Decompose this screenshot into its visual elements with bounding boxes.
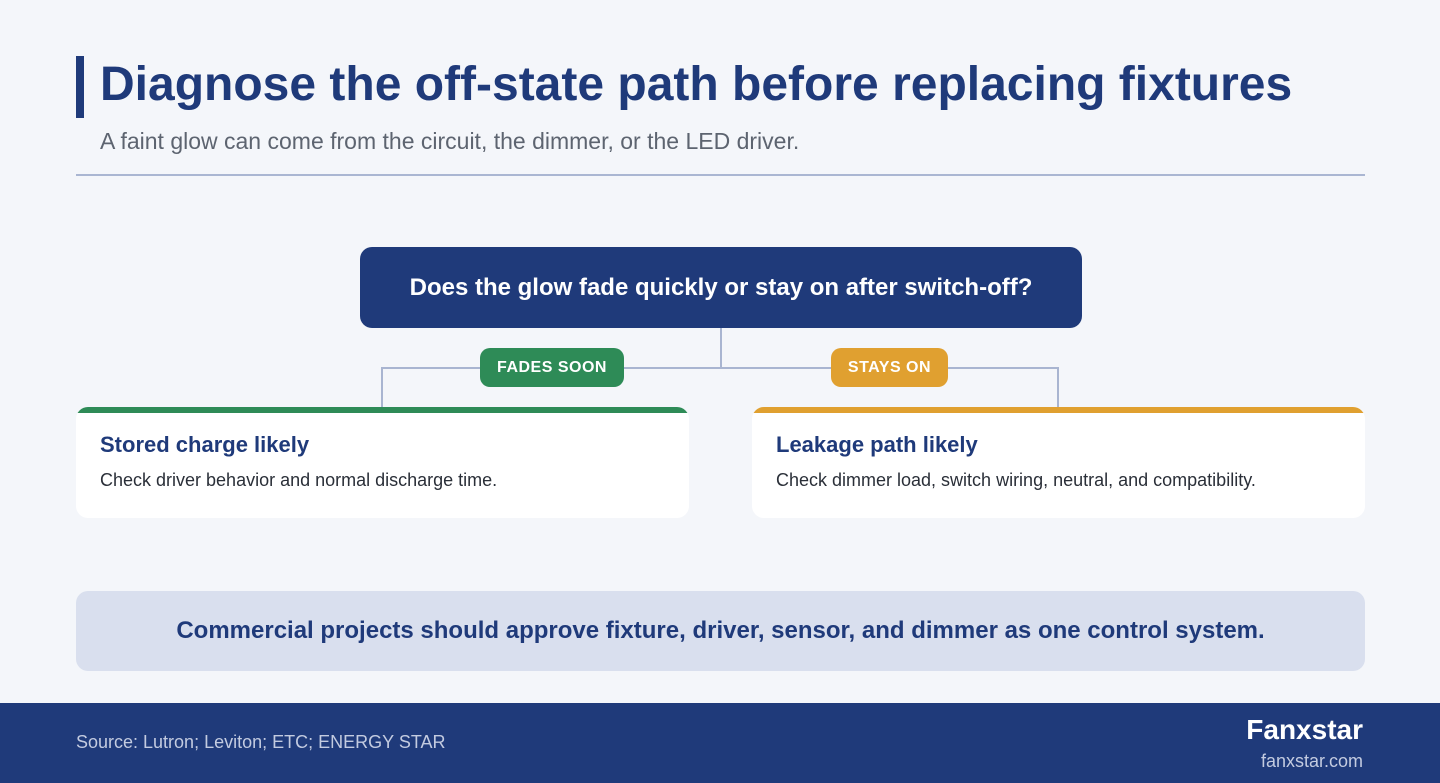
footer: Source: Lutron; Leviton; ETC; ENERGY STA…: [0, 703, 1440, 783]
card-text: Check driver behavior and normal dischar…: [100, 470, 498, 490]
page-title: Diagnose the off-state path before repla…: [100, 58, 1293, 111]
brand-url: fanxstar.com: [1260, 751, 1363, 771]
card-accent-green: [76, 407, 689, 413]
source-credit: Source: Lutron; Leviton; ETC; ENERGY STA…: [76, 732, 446, 752]
card-text: Check dimmer load, switch wiring, neutra…: [776, 470, 1256, 490]
title-accent-bar: [76, 56, 84, 118]
outcome-card-stored-charge: Stored charge likely Check driver behavi…: [76, 407, 689, 518]
decision-question: Does the glow fade quickly or stay on af…: [360, 247, 1082, 328]
branch-label-stays-on: STAYS ON: [831, 348, 948, 387]
card-accent-amber: [752, 407, 1365, 413]
brand-name: Fanxstar: [1246, 714, 1363, 745]
branch-label-fades-soon: FADES SOON: [480, 348, 624, 387]
card-title: Stored charge likely: [100, 432, 310, 457]
recommendation-note: Commercial projects should approve fixtu…: [76, 591, 1365, 671]
card-title: Leakage path likely: [776, 432, 978, 457]
page-subtitle: A faint glow can come from the circuit, …: [100, 128, 800, 154]
outcome-card-leakage-path: Leakage path likely Check dimmer load, s…: [752, 407, 1365, 518]
header-divider: [76, 174, 1365, 176]
